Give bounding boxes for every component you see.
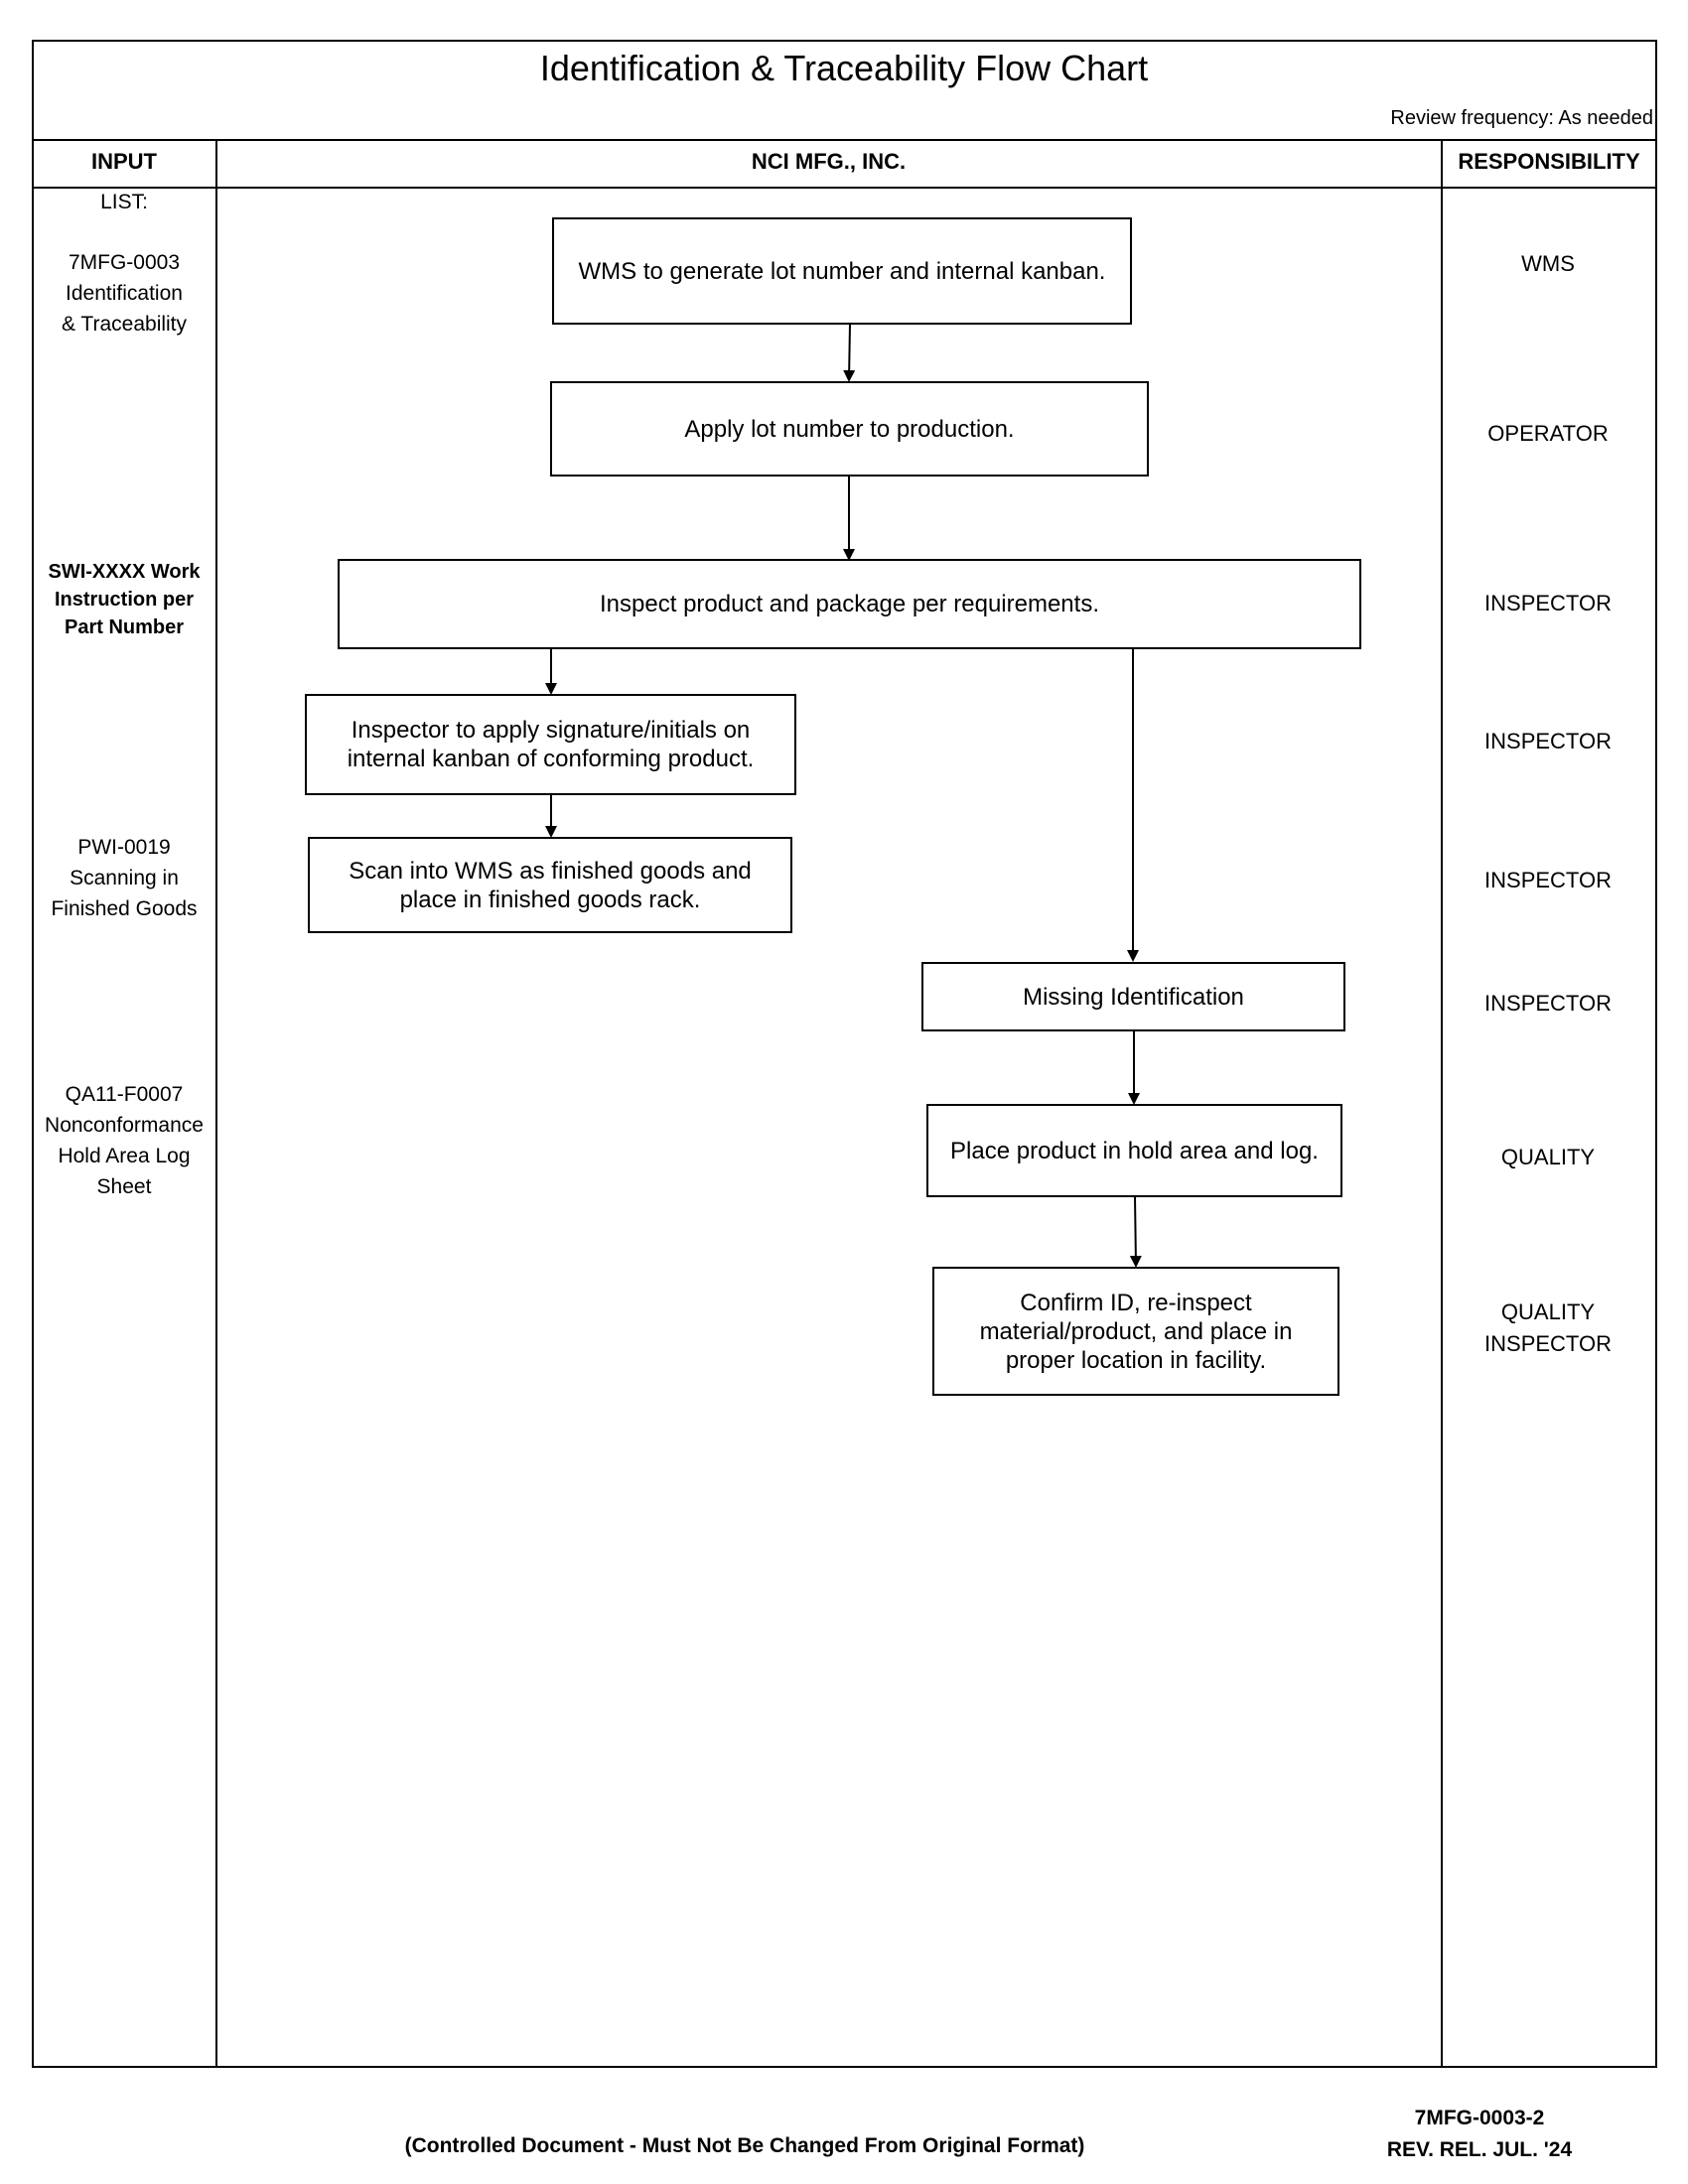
- revision-release: REV. REL. JUL. '24: [1386, 2138, 1573, 2161]
- responsibility-quality-inspector: QUALITY INSPECTOR: [1484, 1299, 1612, 1356]
- step-confirm-id: Confirm ID, re-inspect material/product,…: [932, 1267, 1339, 1396]
- step-missing-identification: Missing Identification: [921, 962, 1345, 1031]
- column-header-divider: [32, 187, 1657, 189]
- responsibility-inspector-1: INSPECTOR: [1484, 591, 1612, 615]
- step-place-in-hold-area: Place product in hold area and log.: [926, 1104, 1342, 1197]
- arrow-s7-to-s8: [1129, 1195, 1142, 1268]
- review-frequency: Review frequency: As needed: [1390, 107, 1653, 129]
- responsibility-wms: WMS: [1521, 251, 1575, 276]
- input-doc-7mfg-0003: 7MFG-0003 Identification & Traceability: [61, 251, 188, 336]
- step-scan-into-wms: Scan into WMS as finished goods and plac…: [308, 837, 792, 933]
- input-column-divider: [215, 139, 217, 2068]
- input-doc-pwi-0019: PWI-0019 Scanning in Finished Goods: [51, 836, 198, 920]
- responsibility-inspector-4: INSPECTOR: [1484, 991, 1612, 1016]
- responsibility-inspector-2: INSPECTOR: [1484, 729, 1612, 753]
- input-doc-swi-xxxx: SWI-XXXX Work Instruction per Part Numbe…: [48, 561, 201, 638]
- responsibility-column-divider: [1441, 139, 1443, 2068]
- responsibility-column-header: RESPONSIBILITY: [1458, 149, 1640, 174]
- document-id: 7MFG-0003-2: [1414, 2107, 1545, 2129]
- step-generate-lot-number: WMS to generate lot number and internal …: [552, 217, 1132, 325]
- arrow-s1-to-s2: [843, 323, 856, 382]
- step-apply-lot-number: Apply lot number to production.: [550, 381, 1149, 477]
- responsibility-operator: OPERATOR: [1487, 421, 1609, 446]
- header-divider: [32, 139, 1657, 141]
- input-column-header: INPUT: [91, 149, 157, 174]
- controlled-document-note: (Controlled Document - Must Not Be Chang…: [404, 2134, 1085, 2157]
- page-title: Identification & Traceability Flow Chart: [539, 48, 1149, 88]
- responsibility-inspector-3: INSPECTOR: [1484, 868, 1612, 892]
- input-list-label: LIST:: [100, 191, 148, 213]
- company-column-header: NCI MFG., INC.: [751, 149, 907, 174]
- responsibility-quality: QUALITY: [1500, 1145, 1596, 1169]
- outer-frame: [32, 40, 1657, 2068]
- input-doc-qa11-f0007: QA11-F0007 Nonconformance Hold Area Log …: [45, 1083, 204, 1198]
- step-apply-signature: Inspector to apply signature/initials on…: [305, 694, 796, 795]
- step-inspect-product: Inspect product and package per requirem…: [338, 559, 1361, 649]
